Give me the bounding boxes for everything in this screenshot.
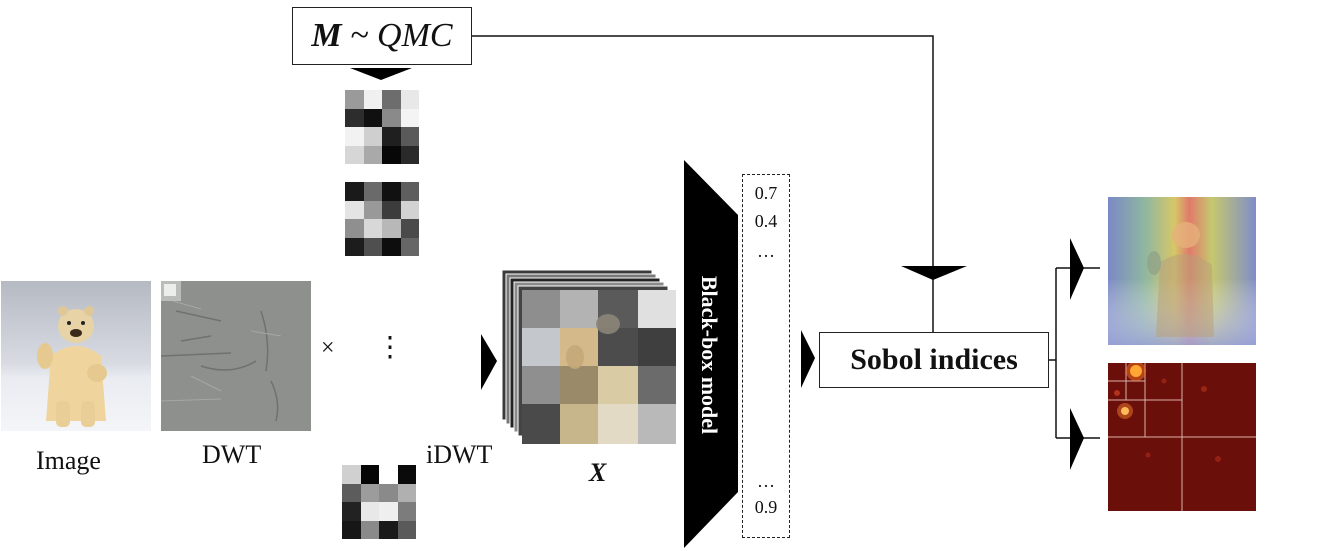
mask-cell <box>400 200 419 219</box>
mask-cell <box>400 90 419 109</box>
qmc-distribution-text: ~ QMC <box>341 17 453 54</box>
mask-cell <box>342 502 361 521</box>
mask-cell <box>382 237 401 256</box>
mask-cell <box>397 465 416 484</box>
idwt-label: iDWT <box>426 440 493 469</box>
black-box-model-label: Black-box model <box>697 275 722 435</box>
mask-cell <box>360 520 379 539</box>
sobol-indices-label: Sobol indices <box>850 343 1018 376</box>
mask-cell <box>379 502 398 521</box>
mask-cell <box>345 237 364 256</box>
mask-cell <box>363 90 382 109</box>
polar-bear-image <box>1 281 151 431</box>
perturbed-image-stack <box>501 269 676 444</box>
mask-cell <box>360 502 379 521</box>
wavelet-sobol-heatmap <box>1108 363 1256 511</box>
score-last: 0.9 <box>754 497 778 517</box>
mask-cell <box>345 108 364 127</box>
mask-cell <box>342 520 361 539</box>
mask-cell <box>342 465 361 484</box>
mask-cell <box>382 127 401 146</box>
vertical-ellipsis: ⋮ <box>376 332 404 363</box>
mask-cell <box>345 90 364 109</box>
qmc-mask-1 <box>345 90 419 164</box>
mask-cell <box>363 200 382 219</box>
mask-cell <box>397 520 416 539</box>
score-1: 0.7 <box>754 183 778 203</box>
mask-cell <box>397 502 416 521</box>
mask-cell <box>345 145 364 164</box>
mask-cell <box>345 219 364 238</box>
mask-cell <box>382 90 401 109</box>
qmc-down-arrow <box>350 68 412 80</box>
mask-cell <box>345 127 364 146</box>
mask-cell <box>379 483 398 502</box>
mask-cell <box>363 182 382 201</box>
mask-cell <box>360 483 379 502</box>
dwt-label: DWT <box>202 440 262 469</box>
dwt-coefficients-image <box>161 281 311 431</box>
output-arrow-bottom <box>1070 408 1084 470</box>
mask-cell <box>400 108 419 127</box>
qmc-box: M ~ QMC <box>292 7 472 65</box>
score-vector: 0.7 0.4 … … 0.9 <box>742 174 790 538</box>
mask-cell <box>345 182 364 201</box>
image-label: Image <box>36 446 101 475</box>
mask-cell <box>379 465 398 484</box>
arrow-into-sobol <box>801 330 815 388</box>
mask-cell <box>400 127 419 146</box>
mask-cell <box>382 145 401 164</box>
mask-cell <box>363 145 382 164</box>
mask-cell <box>400 237 419 256</box>
mask-cell <box>345 200 364 219</box>
mask-cell <box>379 520 398 539</box>
mask-cell <box>363 237 382 256</box>
mask-cell <box>382 200 401 219</box>
saliency-overlay-image <box>1108 197 1256 345</box>
x-label: X <box>589 458 607 487</box>
mask-cell <box>400 145 419 164</box>
mask-cell <box>382 182 401 201</box>
mask-cell <box>400 182 419 201</box>
output-arrow-top <box>1070 238 1084 300</box>
arrow-into-x <box>481 334 497 390</box>
mask-cell <box>382 219 401 238</box>
mask-cell <box>342 483 361 502</box>
score-ellipsis-top: … <box>757 241 775 261</box>
mask-cell <box>360 465 379 484</box>
stack-front-image <box>522 290 676 444</box>
score-2: 0.4 <box>754 211 778 231</box>
score-ellipsis-bottom: … <box>757 471 775 491</box>
mask-cell <box>397 483 416 502</box>
mask-cell <box>363 219 382 238</box>
sobol-top-arrow <box>901 266 967 280</box>
qmc-mask-symbol: M <box>311 17 342 54</box>
mask-cell <box>382 108 401 127</box>
qmc-to-sobol-line <box>472 35 934 332</box>
sobol-indices-box: Sobol indices <box>819 332 1049 388</box>
mask-cell <box>363 127 382 146</box>
times-symbol: × <box>321 335 335 361</box>
qmc-mask-2 <box>345 182 419 256</box>
mask-cell <box>400 219 419 238</box>
black-box-model-shape <box>684 160 738 548</box>
mask-cell <box>363 108 382 127</box>
qmc-mask-3 <box>342 465 416 539</box>
